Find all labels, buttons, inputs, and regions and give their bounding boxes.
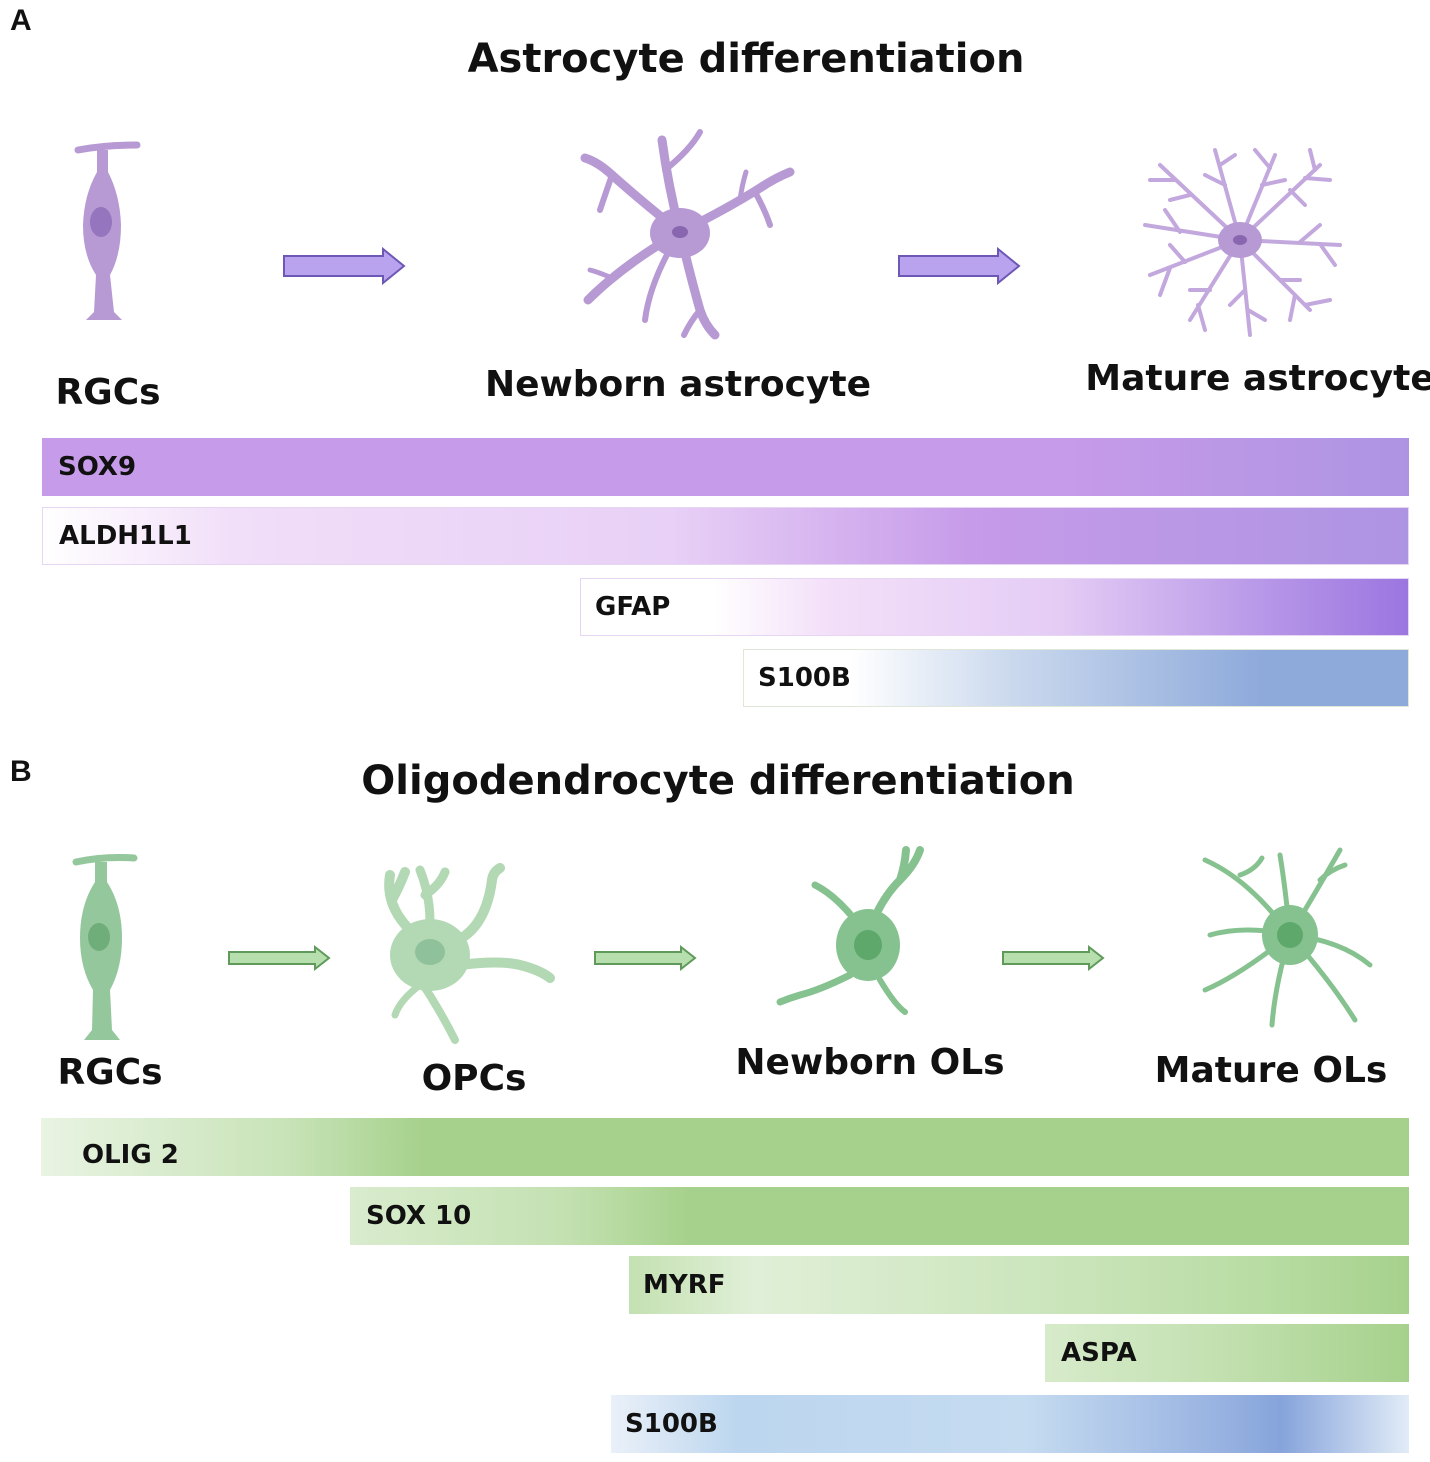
arrow-b2 xyxy=(594,944,697,972)
marker-bar-myrf: MYRF xyxy=(629,1256,1409,1314)
marker-bar-sox10: SOX 10 xyxy=(350,1187,1409,1245)
marker-bar-s100b-a: S100B xyxy=(743,649,1409,707)
marker-label-aspa: ASPA xyxy=(1061,1338,1137,1368)
marker-label-aldh1l1: ALDH1L1 xyxy=(59,521,192,551)
panel-b-letter: B xyxy=(10,755,32,788)
marker-label-myrf: MYRF xyxy=(643,1270,726,1300)
marker-label-s100b-a: S100B xyxy=(758,663,851,693)
newborn-astrocyte-cell xyxy=(580,129,795,340)
arrow-b1 xyxy=(228,944,331,972)
rgc-cell-b xyxy=(72,854,138,1040)
panel-b-title: Oligodendrocyte differentiation xyxy=(361,758,1075,804)
stage-b-newborn-ols: Newborn OLs xyxy=(735,1042,1005,1083)
stage-b-mature-ols: Mature OLs xyxy=(1154,1050,1388,1091)
stage-a-rgcs: RGCs xyxy=(55,372,161,413)
panel-a-title: Astrocyte differentiation xyxy=(467,36,1025,82)
marker-bar-sox9: SOX9 xyxy=(42,438,1409,496)
arrow-a2 xyxy=(898,246,1021,286)
newborn-ol-cell xyxy=(776,846,924,1015)
rgc-cell-a xyxy=(74,141,141,320)
panel-a-letter: A xyxy=(10,4,32,37)
marker-label-olig2: OLIG 2 xyxy=(82,1140,179,1171)
stage-a-newborn-astrocyte: Newborn astrocyte xyxy=(484,364,872,405)
opc-cell xyxy=(384,863,555,1044)
marker-bar-aldh1l1: ALDH1L1 xyxy=(42,507,1409,565)
mature-ol-cell xyxy=(1202,847,1373,1028)
stage-a-mature-astrocyte: Mature astrocyte xyxy=(1085,358,1430,399)
marker-bar-gfap: GFAP xyxy=(580,578,1409,636)
marker-label-sox9: SOX9 xyxy=(58,452,137,482)
marker-bar-aspa: ASPA xyxy=(1045,1324,1409,1382)
marker-bar-olig2: OLIG 2 xyxy=(41,1118,1409,1176)
stage-b-opcs: OPCs xyxy=(421,1058,527,1099)
stage-b-rgcs: RGCs xyxy=(57,1052,163,1093)
arrow-b3 xyxy=(1002,944,1105,972)
arrow-a1 xyxy=(283,246,406,286)
marker-label-gfap: GFAP xyxy=(595,592,671,622)
mature-astrocyte-cell xyxy=(1143,148,1342,337)
marker-bar-s100b-b: S100B xyxy=(611,1395,1409,1453)
marker-label-s100b-b: S100B xyxy=(625,1409,718,1439)
marker-label-sox10: SOX 10 xyxy=(366,1201,472,1231)
